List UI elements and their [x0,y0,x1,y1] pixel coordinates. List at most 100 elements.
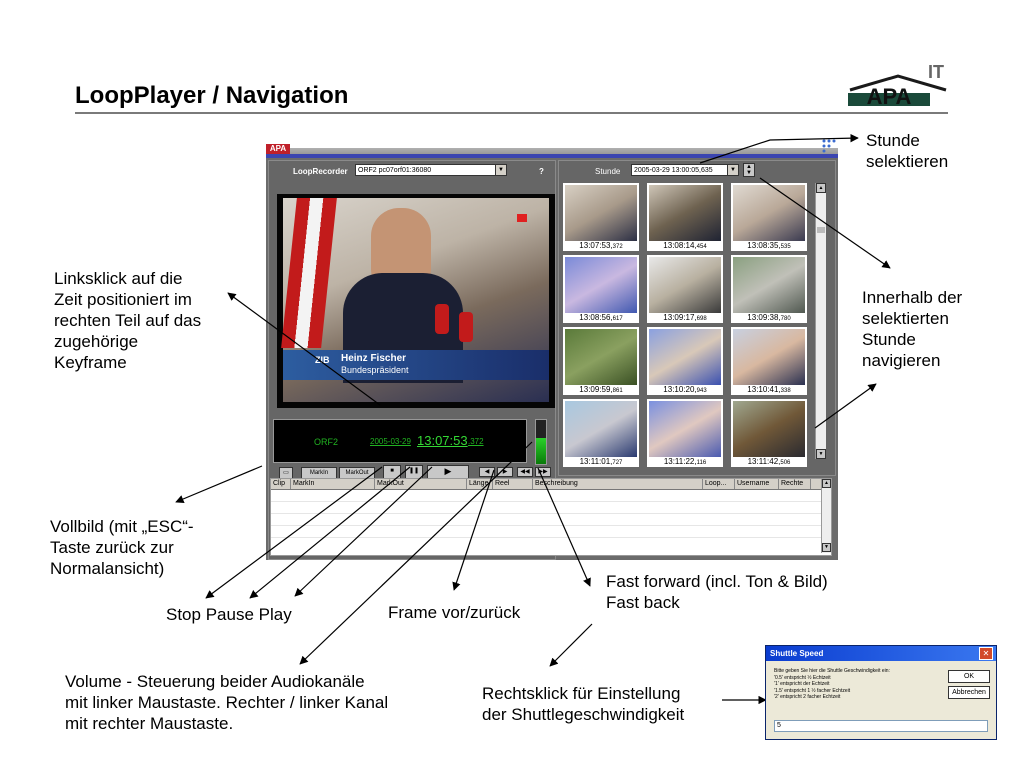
orf-logo-icon [517,214,527,222]
table-row[interactable] [271,525,821,526]
keyframe-time-main: 13:09:38 [747,313,779,322]
fast-forward-icon: ▶▶ [538,469,548,475]
frame-back-button[interactable]: ◀ [479,467,495,477]
timecode-display[interactable]: ORF2 2005-03-29 13:07:53 .372 [273,419,527,463]
fast-back-icon: ◀◀ [520,469,530,475]
keyframe-time-ms: 617 [612,316,623,322]
note-linksklick: Linksklick auf die Zeit positioniert im … [54,269,202,372]
keyframe-thumbnail[interactable]: 13:07:53,372 [563,183,639,251]
volume-slider[interactable] [535,419,547,465]
keyframe-thumbnail[interactable]: 13:08:14,454 [647,183,723,251]
hour-select[interactable]: 2005-03-29 13:00:05,635 ▼ [631,164,739,176]
microphone-image [435,304,449,334]
table-row[interactable] [271,537,821,538]
keyframe-image [733,329,805,385]
close-icon[interactable]: ✕ [979,647,993,660]
fast-back-button[interactable]: ◀◀ [517,467,533,477]
fast-forward-button[interactable]: ▶▶ [535,467,551,477]
keyframe-image [733,401,805,457]
recorder-select[interactable]: ORF2 pc07orf01:36080 ▼ [355,164,507,176]
chevron-down-icon: ▼ [727,165,738,175]
arrow-stop [205,466,383,599]
keyframe-time-main: 13:11:22 [663,457,695,466]
hour-spinner[interactable]: ▲▼ [743,163,755,177]
keyframe-time-ms: 780 [780,316,791,322]
keyframe-scrollbar[interactable]: ▲ ▼ [815,183,826,459]
table-row[interactable] [271,501,821,502]
timecode-ms[interactable]: .372 [468,437,484,446]
keyframe-time-main: 13:10:41 [747,385,779,394]
spinner-arrows-icon: ▲▼ [746,164,752,176]
timecode-time[interactable]: 13:07:53 [417,433,468,448]
keyframe-thumbnail[interactable]: 13:10:41,338 [731,327,807,395]
keyframe-time-ms: 372 [612,244,623,250]
timecode-date[interactable]: 2005-03-29 [370,437,411,446]
title-divider [75,112,948,114]
note-fast: Fast forward (incl. Ton & Bild) Fast bac… [606,572,828,612]
app-logo: APA [266,144,290,154]
recorder-label: LoopRecorder [293,167,348,176]
dialog-text-line: Bitte geben Sie hier die Shuttle Geschwi… [774,668,890,674]
note-stop-pause-play: Stop Pause Play [166,605,292,624]
table-column-header[interactable]: Loop... [703,479,735,489]
lower-third-role: Bundespräsident [341,365,409,375]
table-column-header[interactable]: Username [735,479,779,489]
keyframe-thumbnail[interactable]: 13:09:38,780 [731,255,807,323]
arrow-pause [249,466,411,599]
recorder-value: ORF2 pc07orf01:36080 [358,167,432,174]
keyframe-thumbnail[interactable]: 13:11:22,116 [647,399,723,467]
keyframe-image [649,329,721,385]
arrow-linksklick [227,292,381,406]
keyframe-time-main: 13:10:20 [663,385,695,394]
keyframe-image [565,185,637,241]
keyframe-thumbnail[interactable]: 13:10:20,943 [647,327,723,395]
volume-level [536,437,546,464]
keyframe-time: 13:08:14,454 [663,241,707,250]
app-accent-bar [266,154,838,158]
scroll-up-icon[interactable]: ▲ [822,479,831,488]
dialog-text-line: '0.5' entspricht ½ Echtzeit [774,674,831,681]
keyframe-thumbnail[interactable]: 13:09:17,698 [647,255,723,323]
keyframe-time-ms: 861 [612,388,623,394]
arrow-innerhalb [759,177,891,269]
table-scrollbar[interactable]: ▲ ▼ [821,479,831,553]
keyframe-time-ms: 698 [696,316,707,322]
table-column-header[interactable]: Beschreibung [533,479,703,489]
scroll-down-icon[interactable]: ▼ [816,449,826,459]
keyframe-time: 13:09:59,861 [579,385,623,394]
lower-third: ZIB Heinz Fischer Bundespräsident [283,350,549,380]
ok-button[interactable]: OK [948,670,990,683]
scroll-up-icon[interactable]: ▲ [816,183,826,193]
arrow-fast [537,467,591,587]
note-stunde: Stunde selektieren [866,131,949,171]
stop-icon: ■ [390,468,394,474]
shuttle-speed-input[interactable]: 5 [774,720,988,732]
dialog-text: Bitte geben Sie hier die Shuttle Geschwi… [774,668,944,701]
chevron-down-icon: ▼ [495,165,506,175]
keyframe-thumbnail[interactable]: 13:11:01,727 [563,399,639,467]
arrow-rechtsklick [549,623,593,667]
microphone-image [459,312,473,342]
table-row[interactable] [271,513,821,514]
keyframe-thumbnail[interactable]: 13:09:59,861 [563,327,639,395]
table-column-header[interactable]: Rechte [779,479,811,489]
keyframe-thumbnail[interactable]: 13:08:35,535 [731,183,807,251]
table-column-header[interactable]: Länge [467,479,493,489]
help-button[interactable]: ? [539,167,544,176]
table-column-header[interactable]: Clip [271,479,291,489]
note-vollbild: Vollbild (mit „ESC“- Taste zurück zur No… [50,517,194,578]
keyframe-time: 13:08:56,617 [579,313,623,322]
keyframe-time-main: 13:09:17 [663,313,695,322]
scroll-thumb[interactable] [817,227,825,233]
scroll-down-icon[interactable]: ▼ [822,543,831,552]
note-innerhalb: Innerhalb der selektierten Stunde navigi… [862,288,963,370]
cancel-button[interactable]: Abbrechen [948,686,990,699]
table-column-header[interactable]: MarkIn [291,479,375,489]
arrow-play [294,466,433,597]
table-column-header[interactable]: Reel [493,479,533,489]
pause-button[interactable]: ❚❚ [405,465,423,479]
pause-icon: ❚❚ [408,468,420,474]
keyframe-thumbnail[interactable]: 13:08:56,617 [563,255,639,323]
keyframe-thumbnail[interactable]: 13:11:42,506 [731,399,807,467]
